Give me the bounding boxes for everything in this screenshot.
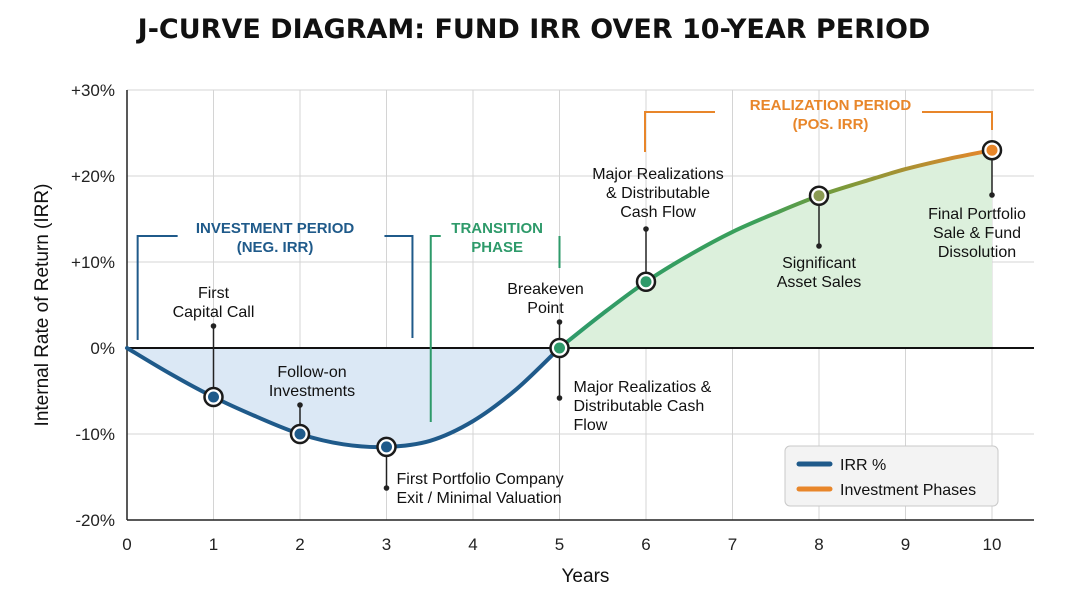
phase-investment-label-line: (NEG. IRR) <box>237 239 314 256</box>
data-point-marker <box>376 436 397 458</box>
marker-core <box>208 391 219 403</box>
x-tick-label: 3 <box>382 535 391 554</box>
phase-realization-label: REALIZATION PERIOD (POS. IRR) <box>750 97 912 133</box>
phase-realization-label-line: (POS. IRR) <box>793 116 869 133</box>
annotation-text: First Portfolio Company <box>397 471 564 488</box>
annotation-text: Dissolution <box>938 244 1016 261</box>
y-axis-label: Internal Rate of Return (IRR) <box>32 184 53 427</box>
callout-leader-dot <box>383 485 390 491</box>
callout-leader-dot <box>989 192 995 198</box>
legend-box <box>784 445 999 507</box>
bracket-right <box>922 111 993 130</box>
y-tick-label: 0% <box>90 339 115 358</box>
annotation-text: Breakeven <box>507 281 584 298</box>
y-tick-label: -10% <box>75 425 115 444</box>
annotation-text: Major Realizatios & <box>574 379 712 396</box>
chart-title: J-CURVE DIAGRAM: FUND IRR OVER 10-YEAR P… <box>137 14 931 45</box>
x-tick-label: 2 <box>295 535 304 554</box>
y-tick-label: +10% <box>71 253 115 272</box>
marker-core <box>381 441 392 453</box>
x-tick-label: 0 <box>122 535 131 554</box>
phase-transition-bracket <box>429 235 561 422</box>
annotation-text: Point <box>527 300 564 317</box>
annotation-text: & Distributable <box>606 185 710 202</box>
phase-transition-label-line: TRANSITION <box>451 220 543 237</box>
x-tick-label: 1 <box>209 535 218 554</box>
callout-leader-dot <box>643 226 649 232</box>
annotation-text: Exit / Minimal Valuation <box>397 490 562 507</box>
callout-leader-dot <box>297 402 303 408</box>
legend-label: Investment Phases <box>840 482 976 499</box>
x-tick-label: 9 <box>901 535 910 554</box>
annotation-text: Flow <box>574 417 608 434</box>
annotation-text: Sale & Fund <box>933 225 1021 242</box>
phase-realization-label-line: REALIZATION PERIOD <box>750 97 912 114</box>
phase-investment-bracket <box>136 235 414 340</box>
y-tick-label: +20% <box>71 167 115 186</box>
callout-leader-dot <box>816 243 822 249</box>
annotation-text: Asset Sales <box>777 274 861 291</box>
phase-investment-label-line: INVESTMENT PERIOD <box>196 220 355 237</box>
data-point-marker <box>808 185 830 207</box>
marker-core <box>986 144 998 156</box>
bracket-left <box>644 111 715 152</box>
annotation-callout: Major Realizatios & Distributable CashFlo… <box>574 379 712 434</box>
x-tick-label: 7 <box>728 535 737 554</box>
marker-core <box>813 190 825 202</box>
legend: IRR % Investment Phases <box>784 445 999 507</box>
phase-realization-bracket <box>644 111 993 152</box>
bracket-left <box>429 235 441 422</box>
annotation-text: Follow-on <box>277 364 346 381</box>
annotation-text: First <box>198 285 230 302</box>
marker-core <box>554 342 565 354</box>
bracket-right <box>384 235 414 338</box>
annotation-text: Cash Flow <box>620 204 696 221</box>
x-tick-label: 10 <box>983 535 1002 554</box>
positive-area <box>559 150 992 348</box>
data-point-marker <box>549 337 570 359</box>
callout-leader-dot <box>210 323 217 329</box>
annotation-text: Significant <box>782 255 856 272</box>
x-tick-label: 5 <box>555 535 564 554</box>
data-point-marker <box>635 271 657 293</box>
annotation-text: Distributable Cash <box>574 398 705 415</box>
data-point-marker <box>203 386 224 408</box>
annotation-text: Capital Call <box>173 304 255 321</box>
annotation-text: Final Portfolio <box>928 206 1026 223</box>
negative-area <box>127 348 560 448</box>
irr-line-positive <box>557 148 994 350</box>
marker-core <box>294 428 306 440</box>
x-tick-label: 8 <box>814 535 823 554</box>
legend-label: IRR % <box>840 457 886 474</box>
phase-transition-label-line: PHASE <box>471 239 523 256</box>
x-tick-label: 4 <box>468 535 477 554</box>
data-point-marker <box>289 423 311 445</box>
callout-leader-dot <box>556 395 563 401</box>
phase-investment-label: INVESTMENT PERIOD (NEG. IRR) <box>196 220 355 256</box>
x-tick-label: 6 <box>641 535 650 554</box>
marker-core <box>640 276 652 288</box>
x-axis-label: Years <box>562 566 610 587</box>
phase-transition-label: TRANSITION PHASE <box>451 220 543 256</box>
irr-line-negative <box>125 346 562 450</box>
bracket-left <box>136 235 178 340</box>
callout-leader-dot <box>556 319 563 325</box>
data-point-marker <box>981 139 1003 161</box>
annotation-text: Major Realizations <box>592 166 724 183</box>
y-tick-label: -20% <box>75 511 115 530</box>
y-tick-label: +30% <box>71 81 115 100</box>
annotation-text: Investments <box>269 383 355 400</box>
